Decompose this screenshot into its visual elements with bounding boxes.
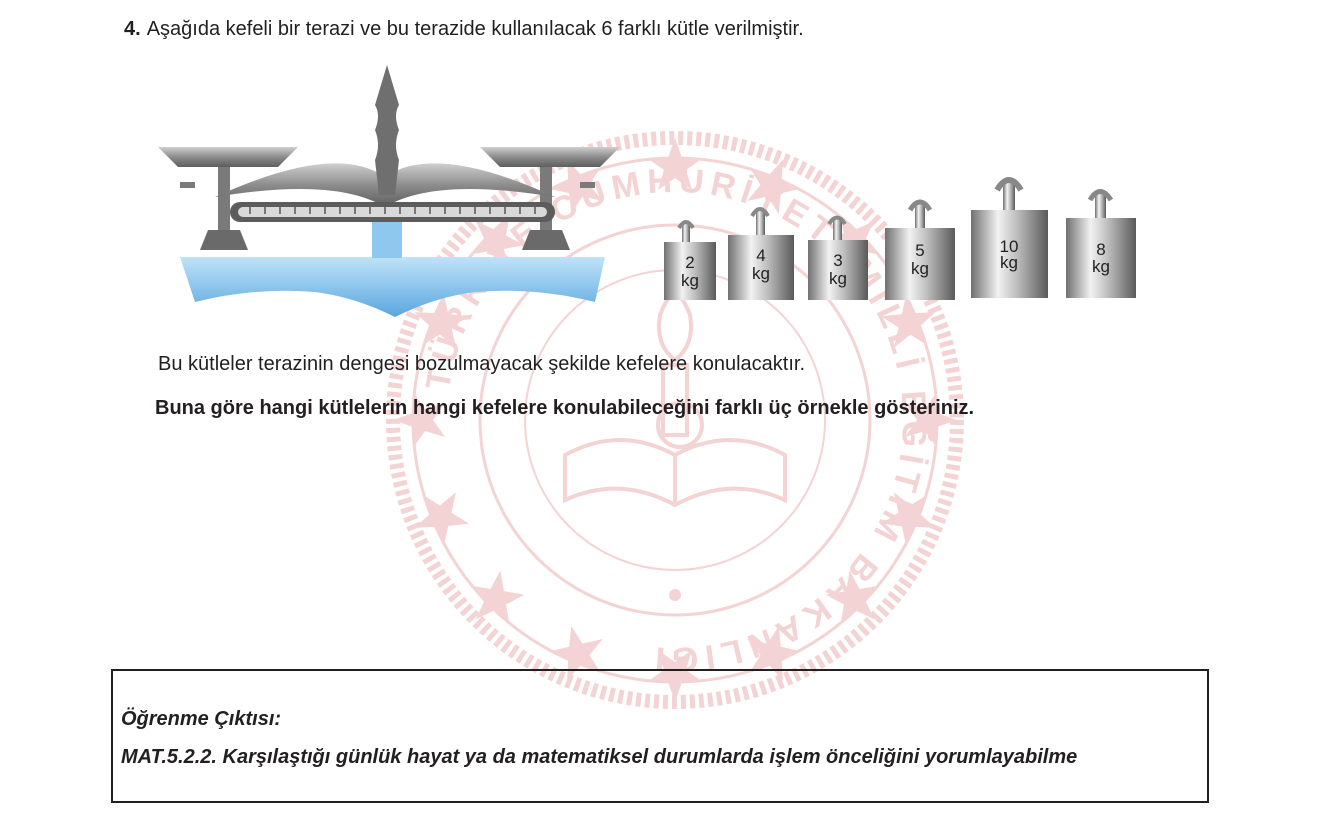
weight-4kg: 4 kg	[728, 207, 794, 300]
question-number: 4.	[124, 18, 141, 40]
learning-outcome-box	[111, 669, 1209, 803]
svg-text:kg: kg	[752, 264, 770, 283]
weight-8kg: 8 kg	[1066, 189, 1136, 298]
svg-text:kg: kg	[681, 271, 699, 290]
svg-text:10: 10	[1000, 237, 1019, 256]
svg-text:4: 4	[756, 246, 765, 265]
learning-outcome-text: MAT.5.2.2. Karşılaştığı günlük hayat ya …	[121, 746, 1078, 768]
balance-scale-illustration	[158, 65, 620, 317]
weights-row: 2 kg 4 kg 3 kg 5 kg 10 kg 8 kg	[664, 177, 1136, 300]
weight-2kg: 2 kg	[664, 220, 716, 300]
svg-text:3: 3	[833, 251, 842, 270]
learning-outcome-title: Öğrenme Çıktısı:	[121, 708, 282, 730]
instruction-text: Bu kütleler terazinin dengesi bozulmayac…	[158, 353, 806, 375]
weight-3kg: 3 kg	[808, 215, 868, 300]
task-text: Buna göre hangi kütlelerin hangi kefeler…	[155, 397, 975, 419]
question-text: Aşağıda kefeli bir terazi ve bu terazide…	[146, 18, 804, 40]
svg-text:kg: kg	[1000, 253, 1018, 272]
svg-text:5: 5	[915, 241, 924, 260]
svg-text:8: 8	[1096, 240, 1105, 259]
weight-10kg: 10 kg	[971, 177, 1048, 298]
svg-text:kg: kg	[911, 259, 929, 278]
svg-text:kg: kg	[1092, 257, 1110, 276]
star-ring	[393, 138, 957, 702]
svg-text:kg: kg	[829, 269, 847, 288]
weight-5kg: 5 kg	[885, 199, 955, 300]
svg-text:2: 2	[685, 253, 694, 272]
question-line: 4.Aşağıda kefeli bir terazi ve bu terazi…	[124, 18, 804, 41]
